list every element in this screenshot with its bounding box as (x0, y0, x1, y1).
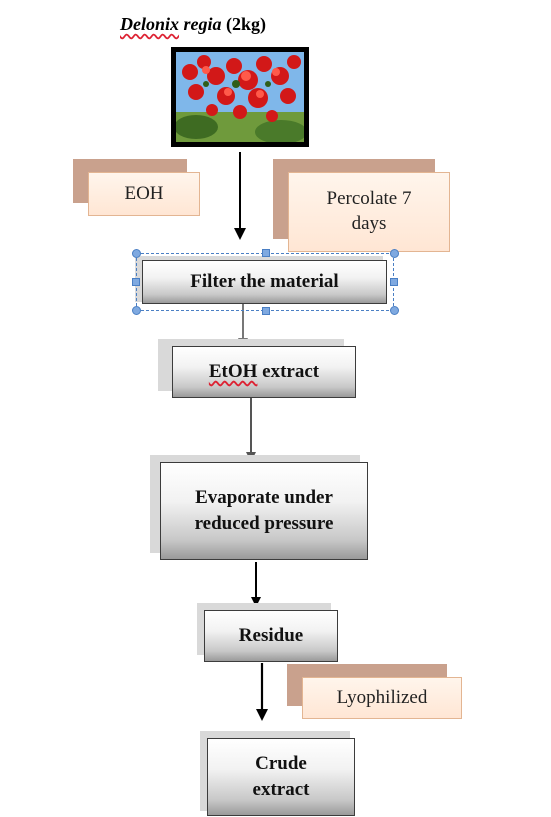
resize-handle-left[interactable] (132, 278, 140, 286)
lyophilized-label: Lyophilized (336, 686, 428, 708)
flower-image-icon (176, 52, 304, 142)
resize-handle-bl[interactable] (132, 306, 141, 315)
flower-photo (171, 47, 309, 147)
residue-box: Residue (204, 610, 338, 662)
etoh-label-part1: EtOH (208, 361, 258, 383)
percolate-box: Percolate 7 days (288, 172, 450, 252)
evaporate-box: Evaporate under reduced pressure (160, 462, 368, 560)
resize-handle-bottom[interactable] (262, 307, 270, 315)
resize-handle-tr[interactable] (390, 249, 399, 258)
etoh-extract-box: EtOH extract (172, 346, 356, 398)
selection-frame (136, 253, 394, 311)
residue-label: Residue (238, 625, 304, 647)
crude-label: Crude extract (252, 753, 310, 800)
filter-step-box[interactable]: Filter the material (142, 260, 387, 304)
eoh-label: EOH (124, 182, 164, 204)
arrowhead-filter (234, 228, 246, 240)
evaporate-label: Evaporate under reduced pressure (194, 487, 334, 534)
resize-handle-right[interactable] (390, 278, 398, 286)
resize-handle-br[interactable] (390, 306, 399, 315)
species-epithet: regia (183, 14, 222, 34)
filter-label: Filter the material (190, 271, 339, 293)
species-name: Delonix (120, 14, 180, 34)
resize-handle-top[interactable] (262, 249, 270, 257)
amount-label: (2kg) (226, 14, 267, 34)
lyophilized-box: Lyophilized (302, 677, 462, 719)
arrowhead-crude (256, 709, 268, 721)
etoh-label-part2: extract (257, 361, 320, 383)
diagram-title: Delonix regia (2kg) (120, 14, 266, 35)
percolate-label: Percolate 7 days (326, 188, 412, 234)
arrowhead-residue (251, 597, 261, 607)
crude-extract-box: Crude extract (207, 738, 355, 816)
resize-handle-tl[interactable] (132, 249, 141, 258)
eoh-box: EOH (88, 172, 200, 216)
